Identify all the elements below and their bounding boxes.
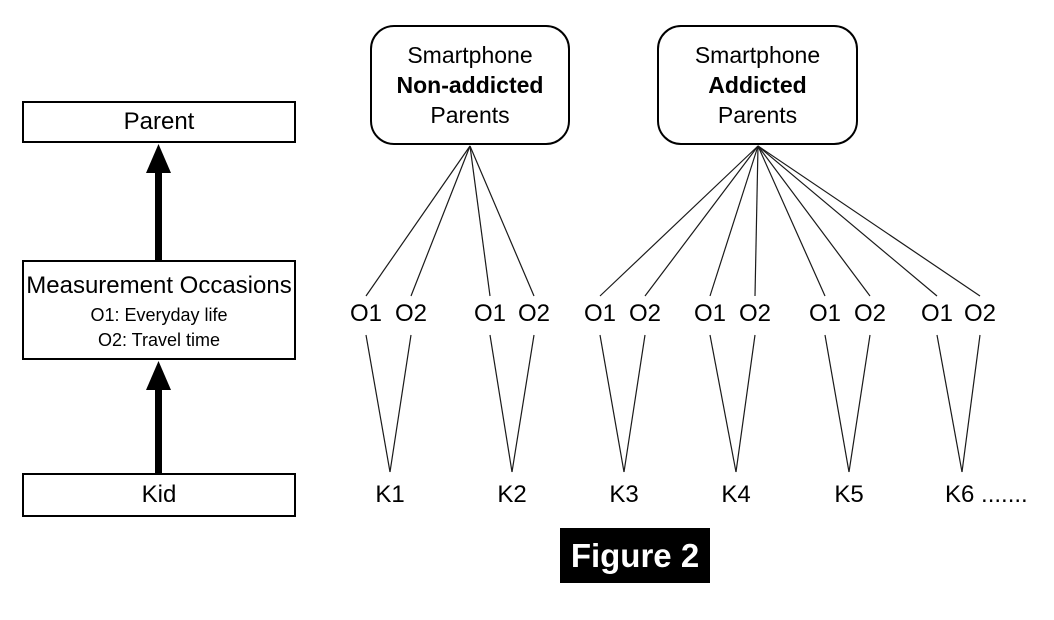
occasion-label: O2: [738, 300, 772, 327]
arrow-measurement-to-parent: [146, 144, 171, 260]
occasion-label: O2: [517, 300, 551, 327]
kid-node-label: K3: [609, 481, 639, 508]
kid-label: Kid: [141, 481, 177, 508]
occasion-label: O1: [920, 300, 954, 327]
group2-line1: Smartphone: [694, 42, 821, 68]
occasion-to-kid-lines: [365, 334, 981, 473]
group1-line3: Parents: [430, 102, 510, 128]
kid-node-label: K1: [375, 481, 405, 508]
occasion-label: O1: [473, 300, 507, 327]
measurement-occasions-box: Measurement Occasions O1: Everyday life …: [22, 260, 296, 360]
occasion-label: O1: [693, 300, 727, 327]
figure-caption: Figure 2: [560, 528, 710, 583]
occasion-label: O2: [394, 300, 428, 327]
kid-node-label: K6 .......: [945, 481, 1028, 508]
occasion-label: O2: [963, 300, 997, 327]
occasion-label: O1: [808, 300, 842, 327]
occasion-label: O1: [349, 300, 383, 327]
arrow-kid-to-measurement: [146, 361, 171, 473]
occasion-label: O2: [628, 300, 662, 327]
nonaddicted-parents-box: Smartphone Non-addicted Parents: [370, 25, 570, 145]
kid-node-label: K4: [721, 481, 751, 508]
group1-line2: Non-addicted: [396, 72, 544, 98]
occasion-label: O1: [583, 300, 617, 327]
fan-lines-addicted: [599, 145, 981, 297]
kid-node-label: K2: [497, 481, 527, 508]
parent-label: Parent: [123, 108, 195, 135]
kid-node-label: K5: [834, 481, 864, 508]
kid-box: Kid: [22, 473, 296, 517]
occasion-label: O2: [853, 300, 887, 327]
addicted-parents-box: Smartphone Addicted Parents: [657, 25, 858, 145]
fan-lines-nonaddicted: [365, 145, 535, 297]
group2-line2: Addicted: [708, 72, 807, 98]
parent-box: Parent: [22, 101, 296, 143]
group1-line1: Smartphone: [407, 42, 533, 68]
occasion1-definition: O1: Everyday life: [90, 305, 228, 325]
group2-line3: Parents: [717, 102, 798, 128]
measurement-occasions-title: Measurement Occasions: [26, 272, 292, 299]
occasion2-definition: O2: Travel time: [97, 330, 221, 350]
